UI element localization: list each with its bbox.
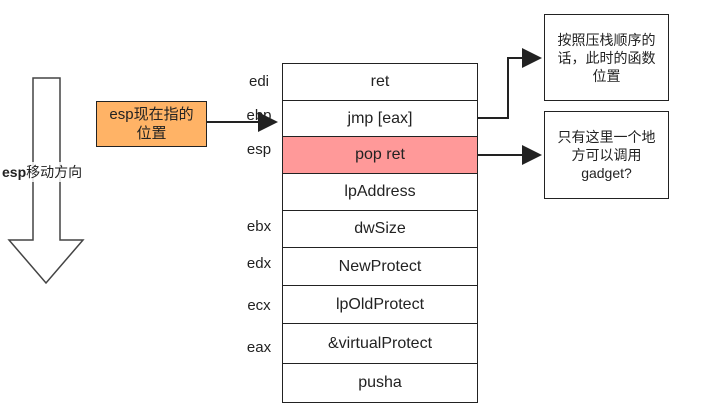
stack-cell-highlighted: pop ret xyxy=(282,136,478,174)
stack-value: lpAddress xyxy=(344,183,416,200)
stack-value: pop ret xyxy=(355,146,405,163)
stack-value: pusha xyxy=(358,374,402,391)
register-label-eax: eax xyxy=(246,339,272,356)
stack-value: NewProtect xyxy=(338,257,422,275)
register-label-ebx: ebx xyxy=(246,218,272,235)
direction-label: esp移动方向 xyxy=(2,162,83,182)
direction-prefix: esp xyxy=(2,164,27,180)
stack-value: &virtualProtect xyxy=(327,334,433,352)
stack-value: lpOldProtect xyxy=(335,295,425,313)
register-label-edx: edx xyxy=(246,255,272,272)
stack-cell: jmp [eax] xyxy=(282,100,478,137)
stack-cell: dwSize xyxy=(282,210,478,248)
stack-cell: NewProtect xyxy=(282,247,478,286)
stack-value: dwSize xyxy=(354,220,406,237)
esp-pointer-label: esp现在指的位置 xyxy=(109,106,194,142)
register-label-ecx: ecx xyxy=(247,297,271,314)
register-label-edi: edi xyxy=(248,73,270,90)
stack-value: jmp [eax] xyxy=(347,109,413,127)
register-label-esp: esp xyxy=(246,141,272,158)
note-top-text: 按照压栈顺序的话，此时的函数位置 xyxy=(557,31,656,84)
stack-cell: pusha xyxy=(282,363,478,403)
stack-cell: lpOldProtect xyxy=(282,285,478,324)
stack-cell: ret xyxy=(282,63,478,101)
note-bottom-text: 只有这里一个地方可以调用gadget? xyxy=(557,129,656,181)
direction-text: 移动方向 xyxy=(26,164,83,180)
note-top: 按照压栈顺序的话，此时的函数位置 xyxy=(544,14,669,101)
stack-cell: lpAddress xyxy=(282,173,478,211)
stack-value: ret xyxy=(370,73,390,90)
stack-cell: &virtualProtect xyxy=(282,323,478,364)
top-note-arrow xyxy=(478,48,542,119)
register-label-ebp: ebp xyxy=(246,107,272,124)
esp-pointer-box: esp现在指的位置 xyxy=(96,101,207,147)
note-bottom: 只有这里一个地方可以调用gadget? xyxy=(544,111,669,199)
